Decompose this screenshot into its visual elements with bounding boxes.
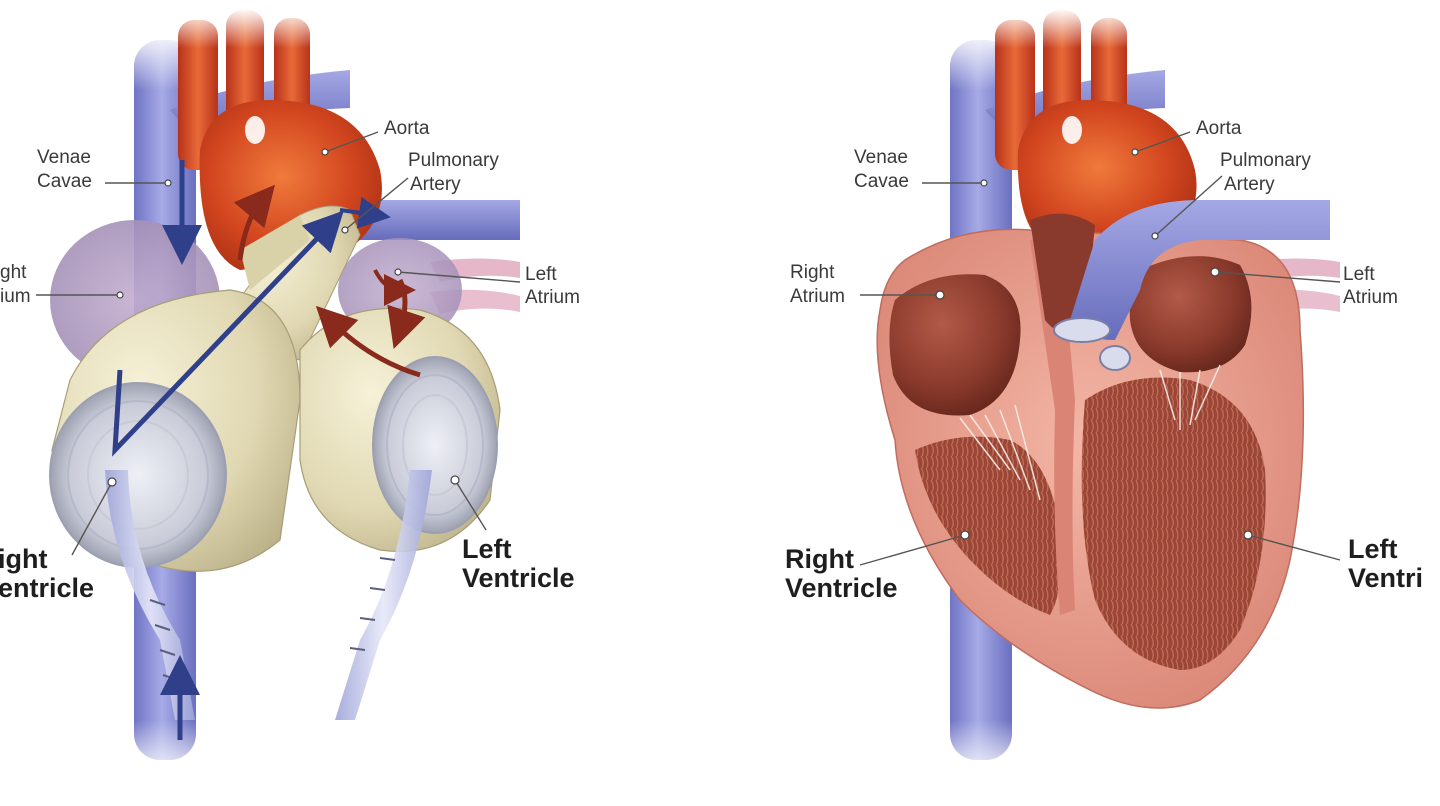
- label-right-ventricle-line1-natural: Right: [785, 544, 854, 574]
- left-ventricle-chamber: [1081, 377, 1266, 670]
- label-right-ventricle-line2-natural: Ventricle: [785, 573, 898, 603]
- label-left-ventricle-line2: Ventricle: [462, 563, 575, 593]
- left-pump-housing: [299, 307, 501, 552]
- label-left-ventricle-line1: Left: [462, 534, 512, 564]
- right-panel-leader-lines: [859, 131, 1341, 566]
- label-left-atrium-line1-natural: Left: [1343, 264, 1375, 285]
- label-right-atrium-line2: ium: [0, 286, 31, 307]
- label-venae-cavae-line2: Cavae: [37, 171, 92, 192]
- label-left-ventricle-line1-natural: Left: [1348, 534, 1398, 564]
- left-panel-labels: Aorta Venae Cavae Pulmonary Artery ght i…: [0, 118, 580, 603]
- chordae-tendineae: [959, 364, 1221, 501]
- label-venae-cavae-line2-natural: Cavae: [854, 171, 909, 192]
- flow-arrows: [112, 160, 426, 740]
- left-atrium-chamber: [1129, 256, 1252, 373]
- pulmonary-artery-vessel-natural: [1053, 200, 1330, 371]
- label-aorta-natural: Aorta: [1196, 118, 1242, 139]
- label-right-ventricle-line2: entricle: [0, 573, 94, 603]
- label-venae-cavae-line1: Venae: [37, 147, 91, 168]
- label-right-atrium-line2-natural: Atrium: [790, 286, 845, 307]
- label-left-atrium-line2: Atrium: [525, 287, 580, 308]
- label-left-atrium-line1: Left: [525, 264, 557, 285]
- right-panel-labels: Aorta Venae Cavae Pulmonary Artery Right…: [785, 118, 1423, 603]
- label-right-atrium-line1: ght: [0, 262, 27, 283]
- label-pulmonary-artery-line1: Pulmonary: [408, 150, 499, 171]
- right-ventricle-chamber: [915, 436, 1062, 615]
- label-pulmonary-artery-line2-natural: Artery: [1224, 174, 1275, 195]
- natural-heart-panel: Aorta Venae Cavae Pulmonary Artery Right…: [785, 8, 1423, 780]
- left-panel-leader-lines: [36, 131, 521, 556]
- label-right-ventricle-line1: ight: [0, 544, 47, 574]
- right-atrium-chamber: [889, 274, 1021, 416]
- label-pulmonary-artery-line1-natural: Pulmonary: [1220, 150, 1311, 171]
- label-right-atrium-line1-natural: Right: [790, 262, 835, 283]
- label-pulmonary-artery-line2: Artery: [410, 174, 461, 195]
- label-left-ventricle-line2-natural: Ventri: [1348, 563, 1423, 593]
- label-venae-cavae-line1-natural: Venae: [854, 147, 908, 168]
- label-left-atrium-line2-natural: Atrium: [1343, 287, 1398, 308]
- artificial-heart-panel: Aorta Venae Cavae Pulmonary Artery ght i…: [0, 8, 580, 780]
- label-aorta: Aorta: [384, 118, 430, 139]
